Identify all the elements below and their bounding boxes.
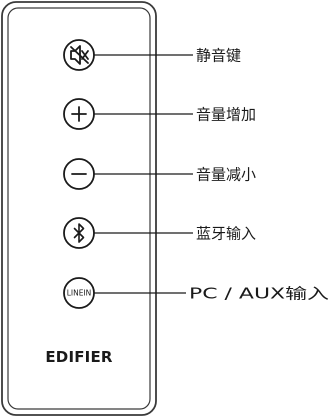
brand-logo: EDIFIER — [45, 348, 113, 366]
linein-button[interactable]: LINEIN — [63, 277, 95, 309]
bluetooth-icon — [73, 223, 85, 243]
mute-button[interactable] — [63, 39, 95, 71]
mute-speaker-icon — [70, 45, 89, 65]
remote-outer-outline — [1, 1, 157, 416]
remote-body — [1, 1, 157, 416]
plus-icon — [71, 106, 87, 122]
remote-inner-outline — [7, 7, 151, 410]
bluetooth-button[interactable] — [63, 217, 95, 249]
callout-label-bluetooth: 蓝牙输入 — [196, 225, 256, 243]
callout-lines — [94, 54, 193, 294]
callout-label-mute: 静音键 — [196, 47, 241, 65]
callout-label-volume-up: 音量增加 — [196, 106, 256, 124]
callout-label-volume-down: 音量减小 — [196, 166, 256, 184]
callout-label-linein: PC / AUX输入 — [189, 285, 329, 303]
volume-up-button[interactable] — [63, 98, 95, 130]
volume-down-button[interactable] — [63, 158, 95, 190]
linein-button-label: LINEIN — [67, 289, 92, 298]
